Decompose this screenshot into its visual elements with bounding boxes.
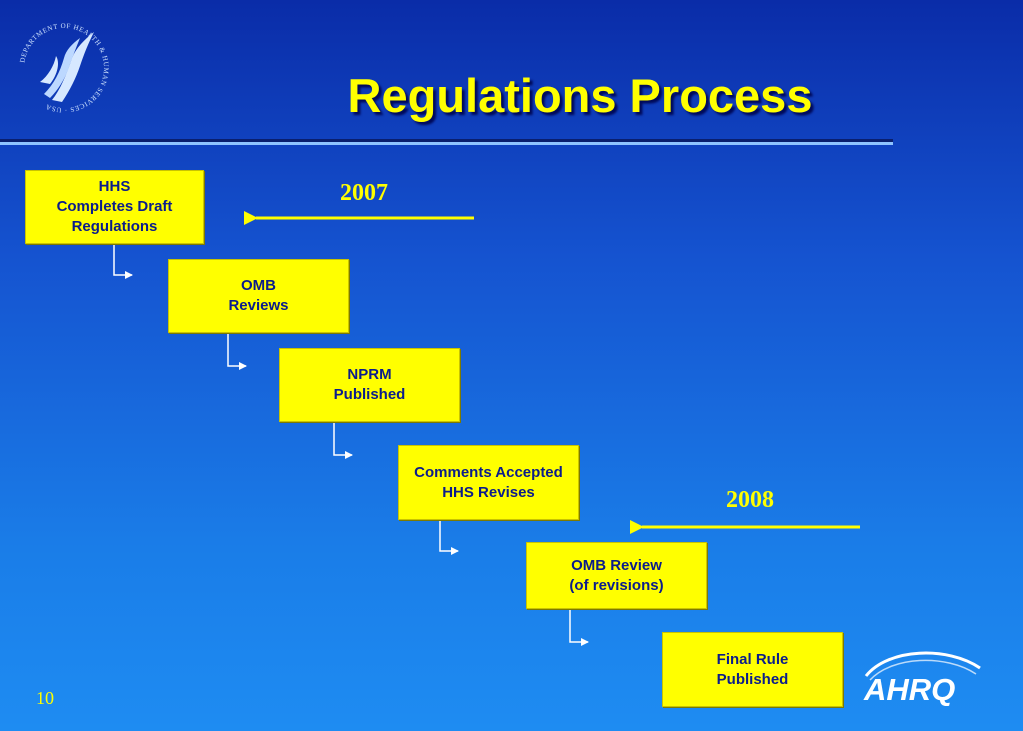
connector-5-6 bbox=[569, 609, 589, 646]
connector-4-5 bbox=[439, 520, 459, 555]
hhs-seal-logo: DEPARTMENT OF HEALTH & HUMAN SERVICES · … bbox=[14, 18, 114, 118]
step-box-omb-review-revisions: OMB Review (of revisions) bbox=[526, 542, 707, 609]
slide-title: Regulations Process bbox=[347, 69, 813, 122]
ahrq-logo: AHRQ bbox=[858, 646, 993, 707]
connector-3-4 bbox=[333, 422, 353, 459]
svg-text:AHRQ: AHRQ bbox=[863, 672, 955, 706]
connector-2-3 bbox=[227, 333, 247, 370]
title-divider-shadow bbox=[0, 139, 893, 142]
step-box-final-rule: Final Rule Published bbox=[662, 632, 843, 707]
step-box-hhs-draft: HHS Completes Draft Regulations bbox=[25, 170, 204, 244]
step-box-nprm-published: NPRM Published bbox=[279, 348, 460, 422]
step-box-omb-reviews: OMB Reviews bbox=[168, 259, 349, 333]
step-box-comments-accepted: Comments Accepted HHS Revises bbox=[398, 445, 579, 520]
connector-1-2 bbox=[113, 244, 133, 279]
year-label-2008: 2008 bbox=[726, 487, 774, 513]
year-label-2007: 2007 bbox=[340, 180, 388, 206]
page-number: 10 bbox=[36, 688, 54, 708]
title-divider bbox=[0, 142, 893, 145]
